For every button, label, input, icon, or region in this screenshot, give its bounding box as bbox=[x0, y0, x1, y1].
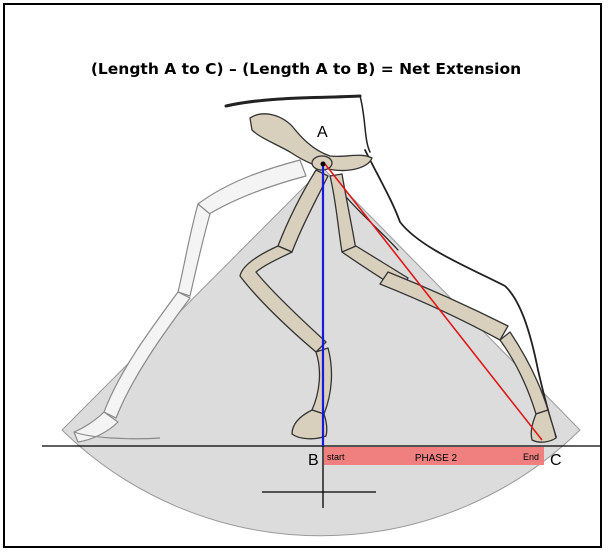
diagram-title: (Length A to C) – (Length A to B) = Net … bbox=[91, 60, 521, 78]
point-a-marker bbox=[321, 162, 326, 167]
phase-start-label: start bbox=[327, 452, 345, 462]
point-b-label: B bbox=[308, 452, 319, 469]
pelvis-bone bbox=[250, 114, 372, 171]
phase-label: PHASE 2 bbox=[415, 453, 458, 464]
phase-end-label: End bbox=[523, 452, 539, 462]
point-c-label: C bbox=[550, 452, 562, 469]
point-a-label: A bbox=[317, 124, 328, 141]
